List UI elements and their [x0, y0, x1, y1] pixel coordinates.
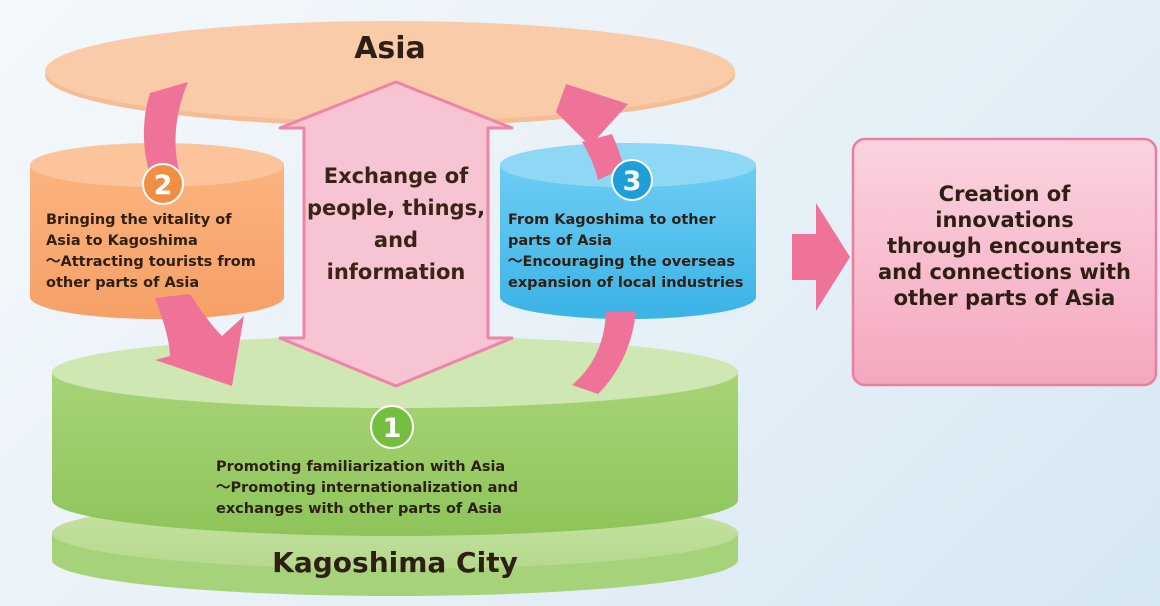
- strategy-2-text: Bringing the vitality of Asia to Kagoshi…: [46, 212, 256, 291]
- outbound-arrow-upper: [582, 134, 624, 180]
- city-label: Kagoshima City: [272, 546, 518, 579]
- strategy-3-text: From Kagoshima to other parts of Asia ～E…: [508, 212, 744, 291]
- asia-label: Asia: [354, 31, 426, 66]
- inbound-arrow-lower: [155, 294, 244, 386]
- exchange-double-arrow: [278, 80, 514, 388]
- strategy-1-text: Promoting familiarization with Asia ～Pro…: [216, 459, 519, 517]
- result-box: [851, 137, 1158, 387]
- badge-strategy-3: 3: [611, 159, 653, 201]
- badge-1-number: 1: [383, 413, 402, 444]
- cylinder-strategy-3: [500, 143, 756, 319]
- exchange-label: Exchange of people, things, and informat…: [306, 164, 486, 284]
- badge-2-number: 2: [154, 170, 173, 201]
- badge-strategy-1: 1: [370, 405, 414, 449]
- outbound-arrow-lower: [572, 312, 636, 394]
- outbound-arrow-head: [556, 84, 628, 146]
- badge-strategy-2: 2: [142, 163, 184, 205]
- inbound-arrow-upper: [143, 82, 188, 188]
- arrow-to-result: [792, 203, 850, 311]
- result-text: Creation of innovations through encounte…: [878, 182, 1131, 310]
- badge-3-number: 3: [623, 166, 642, 197]
